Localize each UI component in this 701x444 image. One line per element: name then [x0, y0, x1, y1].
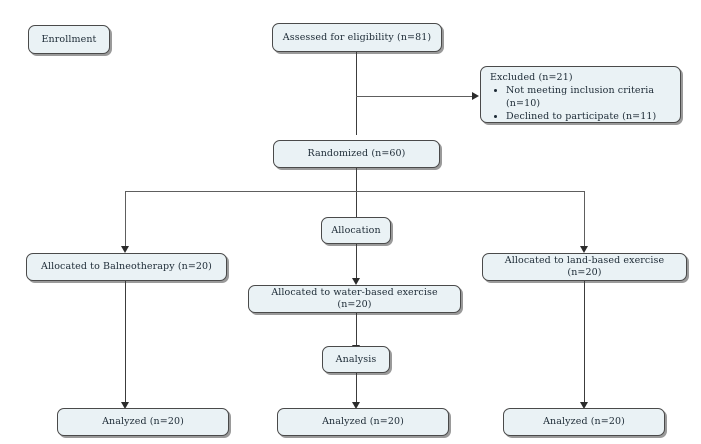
node-analyzed-right-text: Analyzed (n=20) [543, 416, 625, 428]
stage-label-analysis: Analysis [322, 346, 390, 373]
connector-split-right [584, 191, 585, 246]
connector-allocation-to-mid [356, 244, 357, 278]
connector-split-bar [125, 191, 584, 192]
node-excluded-title: Excluded (n=21) [490, 72, 573, 83]
node-allocated-water-based-exercise: Allocated to water-based exercise (n=20) [248, 285, 461, 313]
connector-assessed-to-excluded [356, 96, 472, 97]
arrowhead-to-analyzed-right [579, 402, 588, 409]
connector-split-left [125, 191, 126, 246]
node-allocated-balneotherapy: Allocated to Balneotherapy (n=20) [26, 253, 227, 281]
node-assessed-for-eligibility: Assessed for eligibility (n=81) [272, 23, 442, 52]
arrowhead-to-alloc-middle [351, 278, 360, 285]
arrowhead-to-alloc-right [579, 246, 588, 253]
node-analyzed-left: Analyzed (n=20) [57, 408, 229, 436]
connector-assessed-to-randomized [356, 52, 357, 135]
stage-label-analysis-text: Analysis [335, 353, 377, 365]
connector-analysis-to-analyzed-mid [356, 373, 357, 402]
connector-mid-to-analysis-label [356, 313, 357, 345]
node-analyzed-middle: Analyzed (n=20) [277, 408, 449, 436]
stage-label-allocation-text: Allocation [331, 224, 381, 236]
arrowhead-to-alloc-left [120, 246, 129, 253]
arrowhead-to-analyzed-middle [351, 402, 360, 409]
node-analyzed-left-text: Analyzed (n=20) [102, 416, 184, 428]
node-analyzed-middle-text: Analyzed (n=20) [322, 416, 404, 428]
node-excluded-reason-item: Not meeting inclusion criteria (n=10) [506, 85, 672, 111]
node-allocated-land-based-exercise-text: Allocated to land-based exercise (n=20) [504, 255, 665, 278]
node-allocated-water-based-exercise-text: Allocated to water-based exercise (n=20) [271, 287, 438, 310]
node-excluded: Excluded (n=21) Not meeting inclusion cr… [480, 66, 681, 123]
connector-alloc-left-to-analyzed [125, 281, 126, 402]
connector-randomized-stem [356, 168, 357, 217]
stage-label-allocation: Allocation [321, 217, 391, 244]
node-assessed-for-eligibility-text: Assessed for eligibility (n=81) [282, 31, 432, 43]
node-analyzed-right: Analyzed (n=20) [503, 408, 665, 436]
arrowhead-to-excluded [472, 91, 479, 100]
node-excluded-reason-list: Not meeting inclusion criteria (n=10) De… [490, 85, 672, 123]
node-allocated-balneotherapy-text: Allocated to Balneotherapy (n=20) [41, 261, 212, 273]
connector-alloc-right-to-analyzed [584, 281, 585, 402]
node-randomized-text: Randomized (n=60) [307, 148, 406, 160]
stage-label-enrollment-text: Enrollment [41, 33, 97, 45]
node-allocated-land-based-exercise: Allocated to land-based exercise (n=20) [482, 253, 687, 281]
node-excluded-reason-item: Declined to participate (n=11) [506, 111, 672, 124]
arrowhead-to-analyzed-left [120, 402, 129, 409]
node-randomized: Randomized (n=60) [273, 140, 440, 168]
stage-label-enrollment: Enrollment [28, 25, 110, 54]
